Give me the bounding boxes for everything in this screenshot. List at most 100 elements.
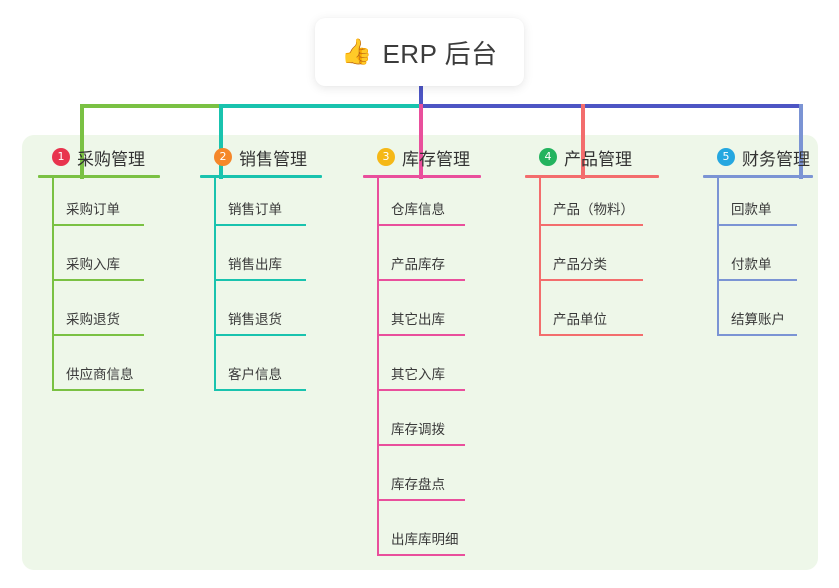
branch-leaf-item[interactable]: 仓库信息 (363, 178, 481, 233)
connector-drop-line (799, 104, 803, 179)
branch-leaf-label: 其它入库 (391, 367, 445, 382)
branch-leaf-item[interactable]: 产品分类 (525, 233, 659, 288)
branch-leaf-label: 回款单 (731, 202, 772, 217)
branch-trunk-line (377, 178, 379, 555)
branch-leaf-item[interactable]: 客户信息 (200, 343, 322, 398)
connector-bar-segment (419, 104, 801, 108)
branch-leaf-label: 库存调拨 (391, 422, 445, 437)
branch-leaf-label: 销售订单 (228, 202, 282, 217)
branch-leaf-rule (377, 279, 465, 281)
branch-leaf-item[interactable]: 销售出库 (200, 233, 322, 288)
branch-header-rule (525, 175, 659, 178)
branch-header-rule (703, 175, 813, 178)
connector-drop-line (80, 104, 84, 179)
branch-leaf-item[interactable]: 回款单 (703, 178, 813, 233)
branch-header[interactable]: 1 采购管理 (38, 144, 160, 170)
branch-leaf-label: 销售退货 (228, 312, 282, 327)
connector-bar-segment (80, 104, 221, 108)
branch-leaf-label: 采购入库 (66, 257, 120, 272)
branch-leaf-item[interactable]: 库存盘点 (363, 453, 481, 508)
branch-leaf-label: 结算账户 (731, 312, 785, 327)
root-stem-line (419, 86, 423, 108)
branch-title: 销售管理 (239, 149, 307, 169)
content-panel (22, 135, 818, 570)
connector-drop-line (581, 104, 585, 179)
thumbs-up-icon: 👍 (341, 37, 373, 66)
branch-leaf-item[interactable]: 产品（物料） (525, 178, 659, 233)
branch-number-badge: 3 (377, 148, 395, 166)
branch-column-3: 3 库存管理仓库信息产品库存其它出库其它入库库存调拨库存盘点出库库明细 (363, 144, 481, 563)
branch-body: 仓库信息产品库存其它出库其它入库库存调拨库存盘点出库库明细 (363, 178, 481, 563)
branch-leaf-rule (52, 334, 144, 336)
branch-leaf-rule (377, 389, 465, 391)
branch-header-rule (363, 175, 481, 178)
root-node[interactable]: 👍 ERP 后台 (315, 18, 524, 86)
branch-leaf-rule (214, 389, 306, 391)
branch-title: 采购管理 (77, 149, 145, 169)
branch-trunk-line (539, 178, 541, 335)
branch-leaf-rule (377, 554, 465, 556)
branch-leaf-item[interactable]: 采购入库 (38, 233, 160, 288)
branch-leaf-item[interactable]: 采购订单 (38, 178, 160, 233)
branch-leaf-rule (717, 334, 797, 336)
branch-leaf-item[interactable]: 结算账户 (703, 288, 813, 343)
branch-leaf-item[interactable]: 销售退货 (200, 288, 322, 343)
branch-trunk-line (717, 178, 719, 335)
branch-leaf-item[interactable]: 出库库明细 (363, 508, 481, 563)
branch-leaf-rule (52, 389, 144, 391)
branch-trunk-line (214, 178, 216, 390)
branch-header[interactable]: 4 产品管理 (525, 144, 659, 170)
branch-leaf-item[interactable]: 其它出库 (363, 288, 481, 343)
branch-leaf-label: 库存盘点 (391, 477, 445, 492)
branch-leaf-label: 付款单 (731, 257, 772, 272)
branch-header-rule (38, 175, 160, 178)
branch-leaf-item[interactable]: 供应商信息 (38, 343, 160, 398)
branch-leaf-rule (377, 334, 465, 336)
branch-leaf-label: 产品单位 (553, 312, 607, 327)
branch-leaf-rule (539, 334, 643, 336)
branch-leaf-rule (539, 224, 643, 226)
branch-leaf-item[interactable]: 采购退货 (38, 288, 160, 343)
branch-header-rule (200, 175, 322, 178)
branch-leaf-label: 客户信息 (228, 367, 282, 382)
branch-body: 采购订单采购入库采购退货供应商信息 (38, 178, 160, 398)
branch-leaf-rule (214, 224, 306, 226)
branch-leaf-item[interactable]: 销售订单 (200, 178, 322, 233)
branch-number-badge: 5 (717, 148, 735, 166)
branch-leaf-label: 产品（物料） (553, 202, 634, 217)
connector-drop-line (419, 104, 423, 179)
branch-number-badge: 1 (52, 148, 70, 166)
branch-leaf-label: 销售出库 (228, 257, 282, 272)
branch-leaf-item[interactable]: 产品单位 (525, 288, 659, 343)
branch-leaf-item[interactable]: 产品库存 (363, 233, 481, 288)
branch-leaf-item[interactable]: 其它入库 (363, 343, 481, 398)
branch-leaf-label: 产品分类 (553, 257, 607, 272)
branch-leaf-label: 供应商信息 (66, 367, 134, 382)
branch-number-badge: 4 (539, 148, 557, 166)
branch-leaf-rule (377, 499, 465, 501)
connector-drop-line (219, 104, 223, 179)
branch-leaf-item[interactable]: 库存调拨 (363, 398, 481, 453)
branch-title: 产品管理 (564, 149, 632, 169)
branch-column-1: 1 采购管理采购订单采购入库采购退货供应商信息 (38, 144, 160, 398)
connector-bar-segment (219, 104, 421, 108)
branch-leaf-rule (539, 279, 643, 281)
branch-leaf-item[interactable]: 付款单 (703, 233, 813, 288)
branch-leaf-rule (52, 279, 144, 281)
branch-header[interactable]: 3 库存管理 (363, 144, 481, 170)
branch-leaf-rule (214, 279, 306, 281)
branch-body: 回款单付款单结算账户 (703, 178, 813, 343)
branch-leaf-label: 出库库明细 (391, 532, 459, 547)
branch-leaf-label: 采购退货 (66, 312, 120, 327)
branch-leaf-label: 产品库存 (391, 257, 445, 272)
branch-leaf-rule (214, 334, 306, 336)
branch-leaf-rule (717, 224, 797, 226)
branch-leaf-label: 其它出库 (391, 312, 445, 327)
branch-leaf-rule (52, 224, 144, 226)
branch-title: 库存管理 (402, 149, 470, 169)
